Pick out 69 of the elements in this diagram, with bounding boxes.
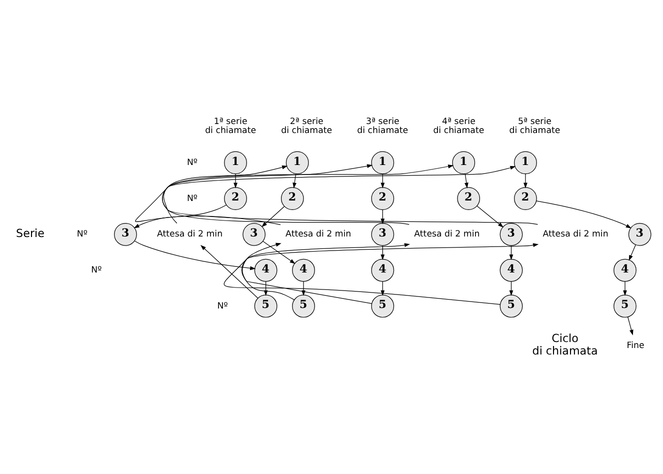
arrow bbox=[380, 173, 385, 188]
arrow bbox=[241, 242, 410, 304]
arrow bbox=[224, 242, 539, 304]
node-circle: 4 bbox=[371, 258, 394, 282]
arrow bbox=[234, 173, 238, 188]
arrow bbox=[162, 165, 538, 224]
node-circle: 4 bbox=[500, 258, 523, 282]
node-text: Attesa di 2 min bbox=[542, 229, 608, 240]
node-circle: 4 bbox=[254, 258, 278, 282]
arrow bbox=[464, 173, 468, 188]
node-circle: 5 bbox=[292, 294, 315, 318]
node-circle: 3 bbox=[242, 222, 266, 246]
arrow bbox=[135, 164, 373, 224]
node-text: Attesa di 2 min bbox=[156, 229, 223, 240]
node-circle: 2 bbox=[280, 186, 304, 210]
node-circle: 3 bbox=[500, 222, 523, 246]
label: 4ª serie di chiamate bbox=[433, 116, 484, 136]
node-circle: 4 bbox=[292, 258, 315, 282]
arrow bbox=[261, 206, 285, 227]
arrow bbox=[200, 244, 258, 298]
arrow bbox=[134, 204, 227, 228]
node-circle: 5 bbox=[254, 294, 278, 318]
label: Ciclo di chiamata bbox=[532, 332, 598, 358]
node-circle: 1 bbox=[224, 150, 247, 174]
arrow bbox=[476, 205, 504, 228]
arrow bbox=[163, 164, 288, 224]
arrow bbox=[292, 173, 296, 188]
label: 2ª serie di chiamate bbox=[281, 116, 332, 136]
node-circle: 2 bbox=[457, 186, 480, 210]
arrow bbox=[380, 244, 385, 260]
node-circle: 4 bbox=[614, 258, 636, 282]
label: 1ª serie di chiamate bbox=[205, 116, 256, 136]
arrow bbox=[509, 244, 514, 260]
node-circle: 1 bbox=[371, 150, 394, 174]
label: Nº bbox=[217, 300, 228, 311]
node-circle: 1 bbox=[452, 150, 476, 174]
node-circle: 1 bbox=[286, 150, 309, 174]
node-text: Attesa di 2 min bbox=[414, 229, 480, 240]
node-circle: 3 bbox=[628, 222, 652, 246]
label: Nº bbox=[91, 265, 102, 276]
node-circle: 2 bbox=[514, 186, 537, 210]
node-circle: 3 bbox=[114, 222, 137, 246]
arrow bbox=[536, 200, 632, 228]
arrow bbox=[628, 316, 634, 335]
node-text: Fine bbox=[626, 340, 644, 350]
arrow bbox=[134, 240, 256, 270]
arrow bbox=[262, 240, 296, 264]
label: Serie bbox=[16, 226, 44, 240]
arrow bbox=[380, 208, 385, 224]
arrow bbox=[628, 244, 636, 260]
node-circle: 5 bbox=[614, 294, 636, 318]
arrow bbox=[162, 164, 454, 224]
label: 5ª serie di chiamate bbox=[509, 116, 560, 136]
label: Nº bbox=[186, 157, 198, 168]
node-circle: 5 bbox=[500, 294, 523, 318]
arrow bbox=[509, 280, 514, 296]
label: Nº bbox=[186, 193, 198, 204]
arrow bbox=[242, 242, 295, 300]
label: Nº bbox=[76, 229, 88, 240]
arrow bbox=[524, 173, 528, 188]
arrow bbox=[380, 280, 385, 296]
node-circle: 2 bbox=[224, 186, 247, 210]
node-circle: 1 bbox=[514, 150, 537, 174]
label: 3ª serie di chiamate bbox=[357, 116, 408, 136]
node-circle: 3 bbox=[371, 222, 394, 246]
node-circle: 5 bbox=[371, 294, 394, 318]
node-text: Attesa di 2 min bbox=[286, 229, 352, 240]
arrow bbox=[623, 280, 627, 296]
node-circle: 2 bbox=[371, 186, 394, 210]
